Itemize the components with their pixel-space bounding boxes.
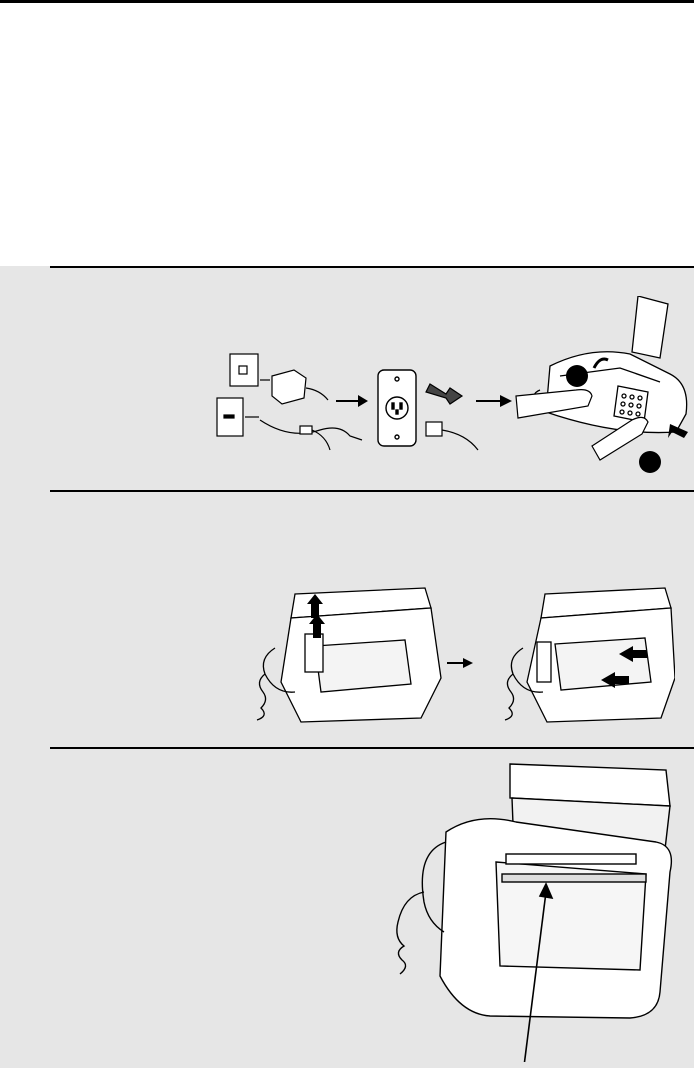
- arrow-icon: [476, 395, 512, 407]
- step-2-illustration: [255, 584, 675, 734]
- step-3-divider: [50, 747, 694, 749]
- step-1-illustration: [200, 296, 694, 486]
- power-outlet-icon: [378, 370, 416, 446]
- step-3-illustration: [386, 762, 686, 1062]
- fax-machine-icon: [534, 296, 687, 433]
- fax-open-left-icon: [257, 588, 441, 722]
- arrow-icon: [336, 395, 368, 407]
- phone-adapter-icon: [245, 370, 362, 450]
- fax-open-right-icon: [505, 588, 675, 722]
- top-rule: [0, 0, 694, 3]
- power-plug-icon: [426, 384, 478, 450]
- instruction-panel: [0, 266, 694, 1068]
- step-2-divider: [50, 490, 694, 492]
- arrow-icon: [447, 658, 473, 668]
- wall-socket-icon: [217, 354, 258, 436]
- step-1-divider: [50, 266, 694, 268]
